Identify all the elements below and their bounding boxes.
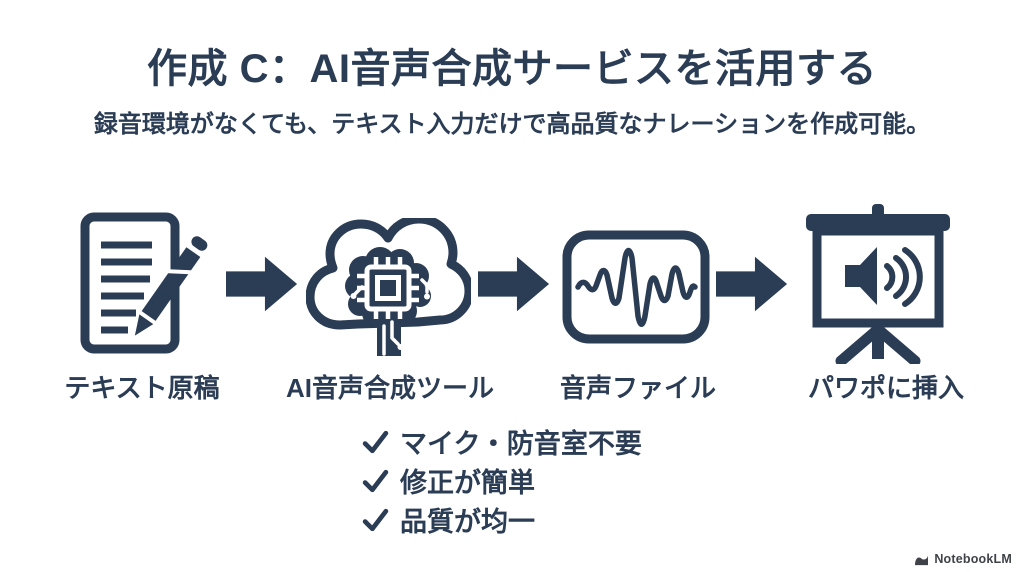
slide-title: 作成 C：AI音声合成サービスを活用する (147, 47, 877, 91)
step-label-ai-voice-tool: AI音声合成ツール (286, 373, 495, 403)
list-item: 修正が簡単 (362, 461, 642, 500)
ai-cloud-brain-chip-icon (306, 218, 471, 356)
checkmark-icon (362, 430, 389, 454)
benefit-label: 修正が簡単 (400, 468, 535, 498)
list-item: 品質が均一 (362, 500, 642, 539)
benefit-label: 品質が均一 (400, 507, 535, 537)
benefits-list: マイク・防音室不要 修正が簡単 品質が均一 (362, 422, 642, 539)
checkmark-icon (362, 508, 389, 532)
step-label-audio-file: 音声ファイル (559, 373, 716, 403)
right-arrow-icon (478, 256, 550, 312)
benefit-label: マイク・防音室不要 (400, 429, 642, 459)
right-arrow-icon (716, 256, 788, 312)
right-arrow-icon (226, 256, 298, 312)
list-item: マイク・防音室不要 (362, 422, 642, 461)
brand-name: NotebookLM (934, 552, 1012, 566)
step-label-insert-powerpoint: パワポに挿入 (807, 373, 964, 403)
step-label-text-manuscript: テキスト原稿 (64, 373, 220, 403)
presentation-screen-speaker-icon (806, 204, 950, 364)
document-pen-icon (80, 212, 208, 354)
audio-waveform-icon (562, 230, 710, 344)
notebooklm-logo-icon (915, 555, 929, 565)
slide-subtitle: 録音環境がなくても、テキスト入力だけで高品質なナレーションを作成可能。 (93, 111, 931, 138)
brand-watermark: NotebookLM (914, 552, 1012, 566)
checkmark-icon (362, 469, 389, 493)
